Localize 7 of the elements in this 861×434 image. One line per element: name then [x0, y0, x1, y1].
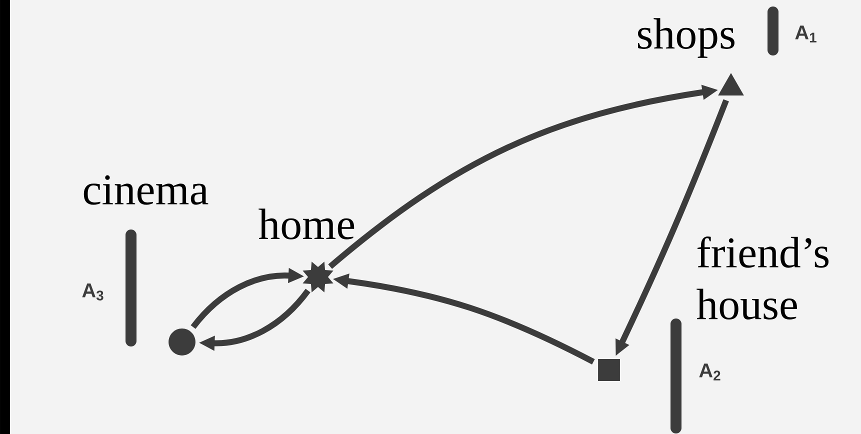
place-label: shops	[638, 18, 734, 58]
place-label: friend’s house	[696, 236, 829, 320]
bar-label: A$_{1}$	[795, 26, 816, 42]
place-label: cinema	[84, 175, 208, 205]
place-label: home	[258, 208, 354, 240]
bar-label: A$_{2}$	[699, 364, 720, 380]
bar-label: A$_{3}$	[82, 284, 104, 300]
